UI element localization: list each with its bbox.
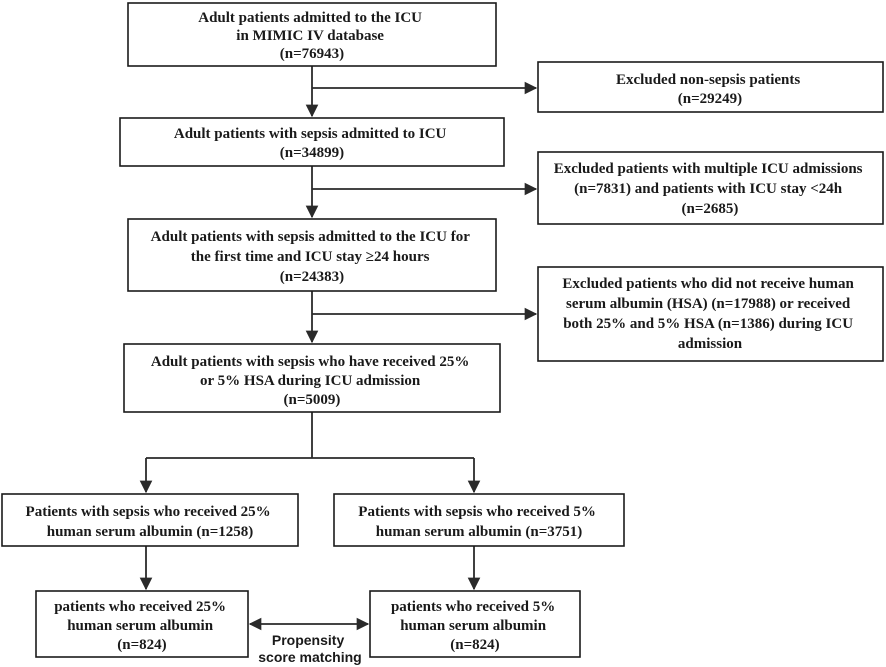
svg-text:Patients with sepsis who recei: Patients with sepsis who received 5% hum… — [358, 504, 599, 540]
propensity-label: Propensity score matching — [258, 632, 361, 665]
svg-text:Adult patients admitted to the: Adult patients admitted to the ICU in MI… — [198, 10, 426, 62]
connectors — [139, 66, 538, 631]
svg-text:Adult patients with sepsis adm: Adult patients with sepsis admitted to t… — [151, 229, 474, 285]
svg-text:Adult patients with sepsis adm: Adult patients with sepsis admitted to I… — [174, 126, 450, 161]
box-sepsis: Adult patients with sepsis admitted to I… — [119, 117, 505, 167]
svg-text:patients who received 25%: patients who received 25% human serum al… — [54, 599, 230, 653]
box-matched-5: patients who received 5% human serum alb… — [369, 590, 581, 658]
svg-text:patients who received 5%: patients who received 5% human serum alb… — [391, 599, 559, 653]
svg-text:Excluded patients with multipl: Excluded patients with multiple ICU admi… — [554, 161, 867, 217]
box-admitted: Adult patients admitted to the ICU in MI… — [127, 2, 497, 67]
box-group-5: Patients with sepsis who received 5% hum… — [333, 493, 625, 547]
box-matched-25: patients who received 25% human serum al… — [35, 590, 249, 658]
svg-text:Excluded non-sepsis patients: Excluded non-sepsis patients (n=29249) — [616, 72, 804, 107]
box-group-25: Patients with sepsis who received 25% hu… — [1, 493, 299, 547]
svg-text:Excluded patients who did not: Excluded patients who did not receive hu… — [562, 276, 857, 352]
box-excluded-non-sepsis: Excluded non-sepsis patients (n=29249) — [537, 61, 884, 113]
box-received-hsa: Adult patients with sepsis who have rece… — [123, 343, 501, 413]
box-excluded-hsa: Excluded patients who did not receive hu… — [537, 266, 884, 362]
svg-text:Patients with sepsis who recei: Patients with sepsis who received 25% hu… — [26, 504, 275, 540]
svg-text:Adult patients with sepsis who: Adult patients with sepsis who have rece… — [151, 354, 473, 408]
svg-text:Propensity score matchin: Propensity score matching — [258, 632, 361, 665]
box-first-time: Adult patients with sepsis admitted to t… — [127, 218, 497, 292]
box-excluded-multiple: Excluded patients with multiple ICU admi… — [537, 151, 884, 225]
